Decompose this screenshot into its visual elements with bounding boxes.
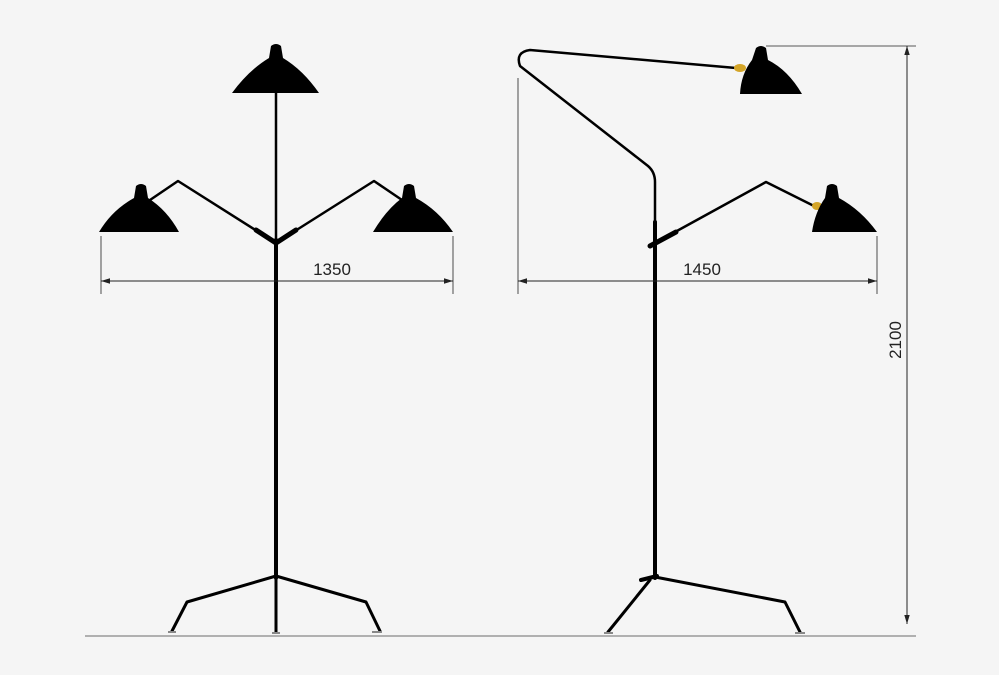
tripod-leg-left <box>170 574 278 633</box>
lower-arm-sleeve <box>647 229 679 249</box>
top-shade <box>232 44 319 93</box>
top-shade <box>740 46 802 94</box>
right-arm <box>274 179 404 245</box>
dimension-height: 2100 <box>766 45 916 624</box>
tripod-leg-front <box>606 578 652 634</box>
lower-arm <box>653 180 816 245</box>
feet <box>168 631 382 634</box>
height-label: 2100 <box>886 321 905 359</box>
dimension-width-three-arm: 1350 <box>100 236 454 294</box>
width-label-three-arm: 1350 <box>313 260 351 279</box>
width-label-two-arm: 1450 <box>683 260 721 279</box>
left-arm <box>148 179 278 245</box>
left-arm-sleeve <box>253 227 279 246</box>
left-shade <box>99 184 179 232</box>
dimension-width-two-arm: 1450 <box>517 78 878 294</box>
upper-rod <box>517 48 738 224</box>
tripod-leg-right <box>274 574 382 633</box>
brass-knob-top <box>734 64 746 72</box>
right-arm-sleeve <box>273 227 299 246</box>
two-arm-floor-lamp <box>517 46 877 634</box>
lower-shade <box>812 184 877 232</box>
right-shade <box>373 184 453 232</box>
tripod-leg-back <box>653 575 802 634</box>
three-arm-floor-lamp <box>99 44 453 634</box>
